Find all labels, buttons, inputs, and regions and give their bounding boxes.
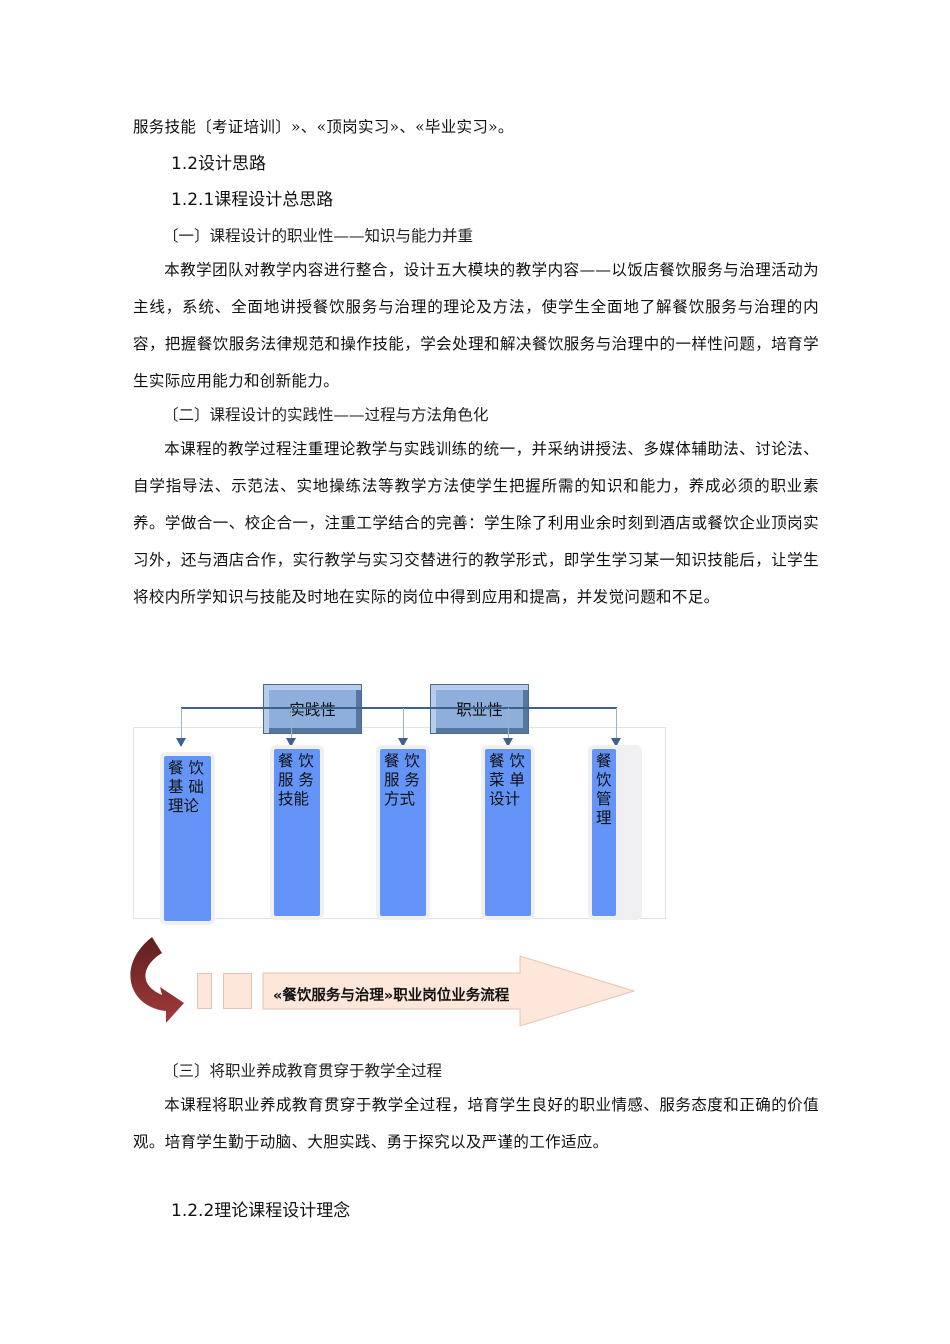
section-1-title: 〔一〕课程设计的职业性——知识与能力并重 <box>163 227 474 245</box>
section-3-paragraph: 本课程将职业养成教育贯穿于教学全过程，培育学生良好的职业情感、服务态度和正确的价… <box>133 1087 819 1161</box>
section-1-text: 本教学团队对教学内容进行整合，设计五大模块的教学内容——以饭店餐饮服务与治理活动… <box>133 261 819 390</box>
connector-2 <box>291 708 292 738</box>
module-text: 餐 饮基 础理论 <box>164 756 211 921</box>
process-flow-label: «餐饮服务与治理»职业岗位业务流程 <box>273 988 510 1004</box>
section-3-text: 本课程将职业养成教育贯穿于教学全过程，培育学生良好的职业情感、服务态度和正确的价… <box>133 1096 819 1151</box>
process-arrow <box>262 955 636 1027</box>
section-2-paragraph: 本课程的教学过程注重理论教学与实践训练的统一，并采纳讲授法、多媒体辅助法、讨论法… <box>133 431 819 616</box>
module-text: 餐 饮服 务方式 <box>380 749 426 916</box>
connector-3 <box>403 708 404 738</box>
text-line-top: 服务技能〔考证培训〕»、«顶岗实习»、«毕业实习»。 <box>133 118 514 136</box>
arrow-down-icon <box>286 738 296 747</box>
arrow-down-icon <box>503 738 513 747</box>
arrow-down-icon <box>398 738 408 747</box>
module-column: 餐饮管理 <box>588 745 642 920</box>
heading-1-2: 1.2设计思路 <box>171 154 267 174</box>
module-column: 餐 饮服 务方式 <box>376 745 430 920</box>
section-1-paragraph: 本教学团队对教学内容进行整合，设计五大模块的教学内容——以饭店餐饮服务与治理活动… <box>133 252 819 400</box>
section-2-text: 本课程的教学过程注重理论教学与实践训练的统一，并采纳讲授法、多媒体辅助法、讨论法… <box>133 440 819 606</box>
module-column: 餐 饮服 务技能 <box>270 745 324 920</box>
connector-5 <box>616 708 617 738</box>
module-text: 餐 饮服 务技能 <box>274 749 320 916</box>
curved-arrow-icon <box>130 937 184 1023</box>
module-column: 餐 饮菜 单设计 <box>481 745 535 920</box>
module-column: 餐 饮基 础理论 <box>160 752 215 925</box>
flow-block <box>197 973 212 1009</box>
connector-horizontal <box>181 707 617 709</box>
section-3-title: 〔三〕将职业养成教育贯穿于教学全过程 <box>163 1062 443 1080</box>
connector-1 <box>181 708 182 738</box>
heading-1-2-1: 1.2.1课程设计总思路 <box>171 190 334 210</box>
section-2-title: 〔二〕课程设计的实践性——过程与方法角色化 <box>163 406 489 424</box>
arrow-down-icon <box>176 738 186 747</box>
profession-box: 职业性 <box>430 684 529 734</box>
heading-1-2-2: 1.2.2理论课程设计理念 <box>171 1201 351 1221</box>
arrow-down-icon <box>611 738 621 747</box>
connector-4 <box>508 708 509 738</box>
module-text: 餐饮管理 <box>592 749 616 916</box>
module-text: 餐 饮菜 单设计 <box>485 749 531 916</box>
course-design-diagram: 实践性 职业性 餐 饮基 础理论 餐 饮服 务技能 餐 饮服 务方式 餐 饮菜 … <box>120 670 680 1040</box>
flow-block <box>223 973 252 1009</box>
practice-box: 实践性 <box>263 684 362 734</box>
